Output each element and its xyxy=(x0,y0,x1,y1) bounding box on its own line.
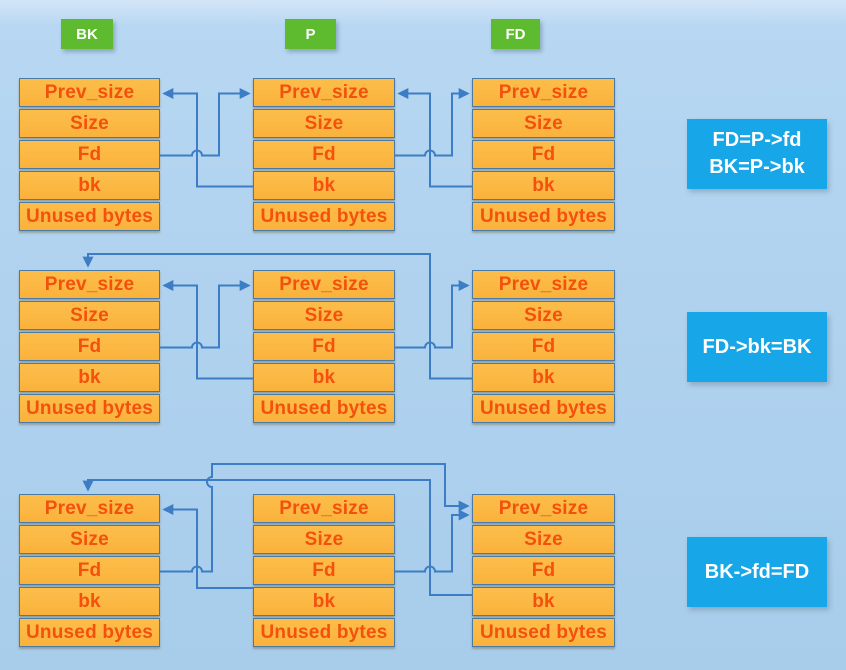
chunk-cell-bk: bk xyxy=(472,171,615,200)
chunk-cell-prev_size: Prev_size xyxy=(19,494,160,523)
chunk-cell-fd: Fd xyxy=(253,556,395,585)
chunk-cell-bk: bk xyxy=(19,363,160,392)
chunk-cell-bk: bk xyxy=(19,171,160,200)
op-label-bk-fd-eq-fd: BK->fd=FD xyxy=(687,537,827,607)
chunk-cell-unused-bytes: Unused bytes xyxy=(19,618,160,647)
chunk-cell-bk: bk xyxy=(253,363,395,392)
chunk-cell-unused-bytes: Unused bytes xyxy=(253,394,395,423)
chunk-cell-size: Size xyxy=(19,525,160,554)
chunk-cell-unused-bytes: Unused bytes xyxy=(19,394,160,423)
chunk-cell-prev_size: Prev_size xyxy=(19,270,160,299)
chunk-cell-unused-bytes: Unused bytes xyxy=(253,618,395,647)
pointer-arrow-row3-p-fd-to-fd xyxy=(395,509,470,573)
chunk-cell-prev_size: Prev_size xyxy=(19,78,160,107)
column-tag-p: P xyxy=(285,19,336,49)
op-label-line: FD->bk=BK xyxy=(702,335,812,358)
pointer-arrow-row1-p-fd-to-fd xyxy=(395,88,470,157)
chunk-cell-prev_size: Prev_size xyxy=(253,494,395,523)
pointer-arrow-row2-bk-fd-to-p xyxy=(160,280,251,349)
chunk-cell-unused-bytes: Unused bytes xyxy=(472,202,615,231)
chunk-cell-prev_size: Prev_size xyxy=(472,78,615,107)
pointer-arrow-row3-p-bk-to-bk xyxy=(162,504,253,589)
pointer-arrow-row1-fd-bk-to-p xyxy=(397,88,472,188)
pointer-arrow-row1-bk-fd-to-p xyxy=(160,88,251,157)
chunk-cell-fd: Fd xyxy=(253,332,395,361)
chunk-cell-size: Size xyxy=(19,301,160,330)
chunk-cell-prev_size: Prev_size xyxy=(472,270,615,299)
column-tag-fd: FD xyxy=(491,19,540,49)
chunk-cell-fd: Fd xyxy=(472,556,615,585)
chunk-cell-size: Size xyxy=(472,301,615,330)
chunk-cell-prev_size: Prev_size xyxy=(472,494,615,523)
chunk-cell-unused-bytes: Unused bytes xyxy=(253,202,395,231)
pointer-arrow-row2-p-fd-to-fd xyxy=(395,280,470,349)
op-label-line: BK->fd=FD xyxy=(704,560,810,583)
chunk-cell-size: Size xyxy=(253,109,395,138)
chunk-cell-fd: Fd xyxy=(253,140,395,169)
chunk-cell-unused-bytes: Unused bytes xyxy=(472,618,615,647)
chunk-cell-size: Size xyxy=(19,109,160,138)
chunk-cell-fd: Fd xyxy=(19,140,160,169)
chunk-cell-bk: bk xyxy=(472,587,615,616)
chunk-cell-prev_size: Prev_size xyxy=(253,270,395,299)
chunk-cell-bk: bk xyxy=(253,587,395,616)
chunk-cell-prev_size: Prev_size xyxy=(253,78,395,107)
op-label-line: BK=P->bk xyxy=(709,156,805,178)
chunk-cell-fd: Fd xyxy=(19,556,160,585)
chunk-cell-size: Size xyxy=(253,301,395,330)
chunk-cell-bk: bk xyxy=(472,363,615,392)
chunk-cell-fd: Fd xyxy=(472,140,615,169)
chunk-cell-unused-bytes: Unused bytes xyxy=(19,202,160,231)
chunk-cell-fd: Fd xyxy=(19,332,160,361)
column-tag-bk: BK xyxy=(61,19,113,49)
chunk-cell-size: Size xyxy=(472,109,615,138)
chunk-cell-size: Size xyxy=(472,525,615,554)
chunk-cell-fd: Fd xyxy=(472,332,615,361)
pointer-arrow-row1-p-bk-to-bk xyxy=(162,88,253,188)
chunk-cell-bk: bk xyxy=(19,587,160,616)
pointer-arrow-row2-p-bk-to-bk xyxy=(162,280,253,380)
chunk-cell-unused-bytes: Unused bytes xyxy=(472,394,615,423)
op-label-fd-bk-eq-bk: FD->bk=BK xyxy=(687,312,827,382)
chunk-cell-size: Size xyxy=(253,525,395,554)
op-label-line: FD=P->fd xyxy=(712,129,802,151)
chunk-cell-bk: bk xyxy=(253,171,395,200)
